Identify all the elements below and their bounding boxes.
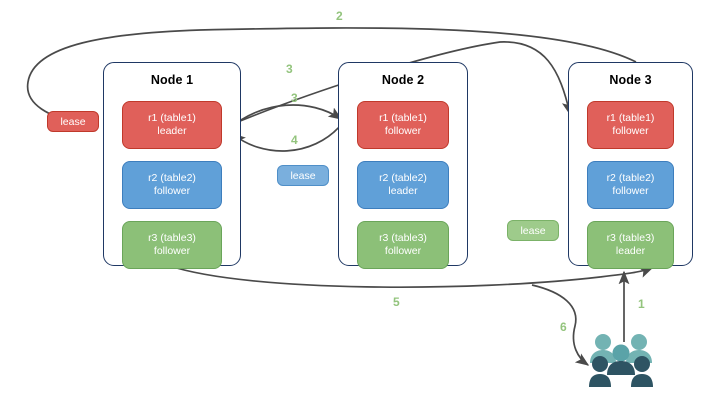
range-role-line2: follower — [612, 125, 649, 137]
node-title-2: Node 2 — [381, 73, 425, 87]
range-r3-node2[interactable]: r3 (table3) follower — [357, 221, 449, 269]
step-label-2: 2 — [336, 9, 343, 23]
range-role-line2: leader — [615, 245, 646, 257]
arrow-step-5 — [169, 265, 654, 289]
step-label-4: 4 — [291, 133, 298, 147]
arrow-step-6 — [531, 284, 590, 366]
range-role-line2: follower — [384, 125, 422, 137]
range-label-line1: r1 (table1) — [606, 111, 655, 124]
range-r1-node3[interactable]: r1 (table1) follower — [587, 101, 674, 149]
range-role-line2: follower — [153, 185, 191, 197]
range-label-line1: r2 (table2) — [148, 171, 196, 184]
arrow-step-3-to-node3 — [227, 41, 573, 127]
range-role-line2: leader — [157, 125, 187, 137]
range-r1-node2[interactable]: r1 (table1) follower — [357, 101, 449, 149]
lease-badge-node3[interactable]: lease — [507, 220, 559, 241]
range-r2-node2[interactable]: r2 (table2) leader — [357, 161, 449, 209]
range-role-line2: leader — [388, 185, 418, 197]
node-card-2[interactable]: Node 2 r1 (table1) follower r2 (table2) … — [338, 62, 468, 269]
range-label-line1: r3 (table3) — [379, 231, 427, 244]
range-role-line2: follower — [384, 245, 422, 257]
range-r1-node1[interactable]: r1 (table1) leader — [122, 101, 222, 149]
range-label-line1: r3 (table3) — [606, 231, 655, 244]
node-title-1: Node 1 — [150, 73, 194, 87]
range-role-line2: follower — [153, 245, 191, 257]
range-label-line1: r2 (table2) — [379, 171, 427, 184]
arrow-step-4 — [231, 124, 342, 152]
range-label-line1: r1 (table1) — [148, 111, 196, 124]
step-label-3a: 3 — [286, 62, 293, 76]
range-label-line1: r3 (table3) — [148, 231, 196, 244]
arrow-step-3-to-node2 — [228, 104, 343, 130]
range-label-line1: r1 (table1) — [379, 111, 427, 124]
node-card-1[interactable]: Node 1 r1 (table1) leader r2 (table2) fo… — [103, 62, 241, 269]
clients-people-icon — [589, 334, 653, 387]
range-r2-node3[interactable]: r2 (table2) follower — [587, 161, 674, 209]
node-card-3[interactable]: Node 3 r1 (table1) follower r2 (table2) … — [568, 62, 693, 269]
range-label-line1: r2 (table2) — [606, 171, 655, 184]
lease-badge-node2[interactable]: lease — [277, 165, 329, 186]
step-label-3b: 3 — [291, 91, 298, 105]
range-r3-node1[interactable]: r3 (table3) follower — [122, 221, 222, 269]
arrow-step-2 — [26, 27, 637, 125]
range-role-line2: follower — [612, 185, 649, 197]
range-r2-node1[interactable]: r2 (table2) follower — [122, 161, 222, 209]
range-r3-node3[interactable]: r3 (table3) leader — [587, 221, 674, 269]
step-label-5: 5 — [393, 295, 400, 309]
node-title-3: Node 3 — [609, 73, 652, 87]
step-label-1: 1 — [638, 297, 645, 311]
lease-badge-node1[interactable]: lease — [47, 111, 99, 132]
step-label-6: 6 — [560, 320, 567, 334]
